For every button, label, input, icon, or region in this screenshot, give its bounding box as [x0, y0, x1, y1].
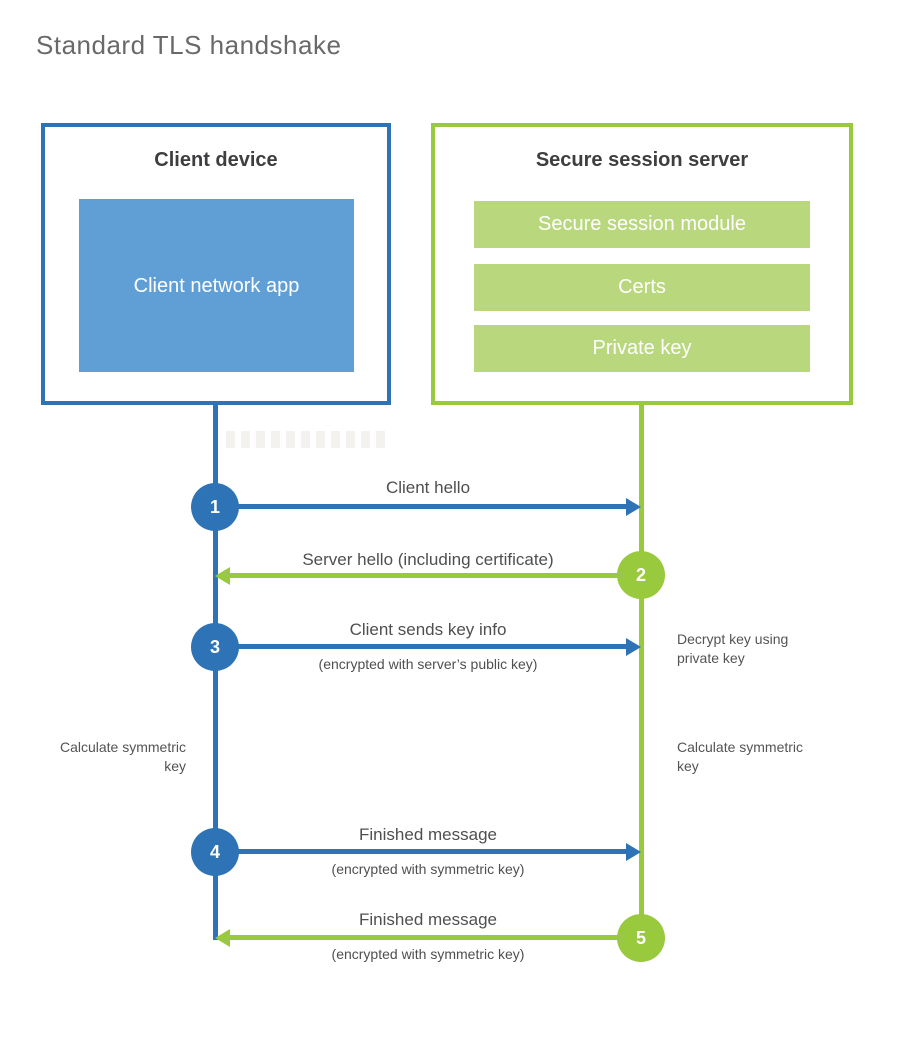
step-1-number: 1 [209, 496, 220, 517]
server-module-secure-session-module: Secure session module [474, 201, 810, 248]
secure-session-server-title: Secure session server [535, 149, 749, 171]
step-3-badge: 3 [191, 623, 239, 671]
server-lifeline [639, 405, 644, 938]
message-2-label: Server hello (including certificate) [302, 550, 554, 569]
message-5-arrowhead-icon [215, 929, 230, 947]
step-5-number: 5 [635, 927, 646, 948]
step-3-number: 3 [209, 636, 220, 657]
message-4-label: Finished message [359, 825, 497, 844]
step-4-number: 4 [209, 841, 220, 862]
faint-dashed-artifact [226, 431, 388, 448]
step-2-badge: 2 [617, 551, 665, 599]
message-3-arrowhead-icon [626, 638, 641, 656]
message-4-arrow-line [215, 849, 628, 854]
message-5-arrow-line [228, 935, 641, 940]
step-4-badge: 4 [191, 828, 239, 876]
step-5-badge: 5 [617, 914, 665, 962]
note-decrypt-key: Decrypt key using private key [677, 631, 789, 666]
note-calculate-symmetric-key-client: Calculate symmetric key [59, 739, 186, 774]
message-3-label: Client sends key info [349, 620, 507, 639]
step-2-number: 2 [635, 564, 646, 585]
message-5-label: Finished message [359, 910, 497, 929]
message-2-arrowhead-icon [215, 567, 230, 585]
message-1-arrow-line [215, 504, 628, 509]
client-lifeline [213, 405, 218, 940]
server-module-private-key: Private key [474, 325, 810, 372]
server-module-certs: Certs [474, 264, 810, 311]
message-3-arrow-line [215, 644, 628, 649]
step-1-badge: 1 [191, 483, 239, 531]
note-calculate-symmetric-key-server: Calculate symmetric key [677, 739, 804, 774]
message-3-sublabel: (encrypted with server’s public key) [318, 656, 538, 672]
message-1-arrowhead-icon [626, 498, 641, 516]
message-4-sublabel: (encrypted with symmetric key) [331, 861, 525, 877]
message-4-arrowhead-icon [626, 843, 641, 861]
message-1-label: Client hello [385, 478, 471, 497]
client-device-title: Client device [154, 149, 278, 171]
client-network-app-label: Client network app [133, 274, 300, 297]
page-title: Standard TLS handshake [36, 30, 342, 60]
client-network-app-box: Client network app [79, 199, 354, 372]
message-2-arrow-line [228, 573, 641, 578]
message-5-sublabel: (encrypted with symmetric key) [331, 946, 525, 962]
